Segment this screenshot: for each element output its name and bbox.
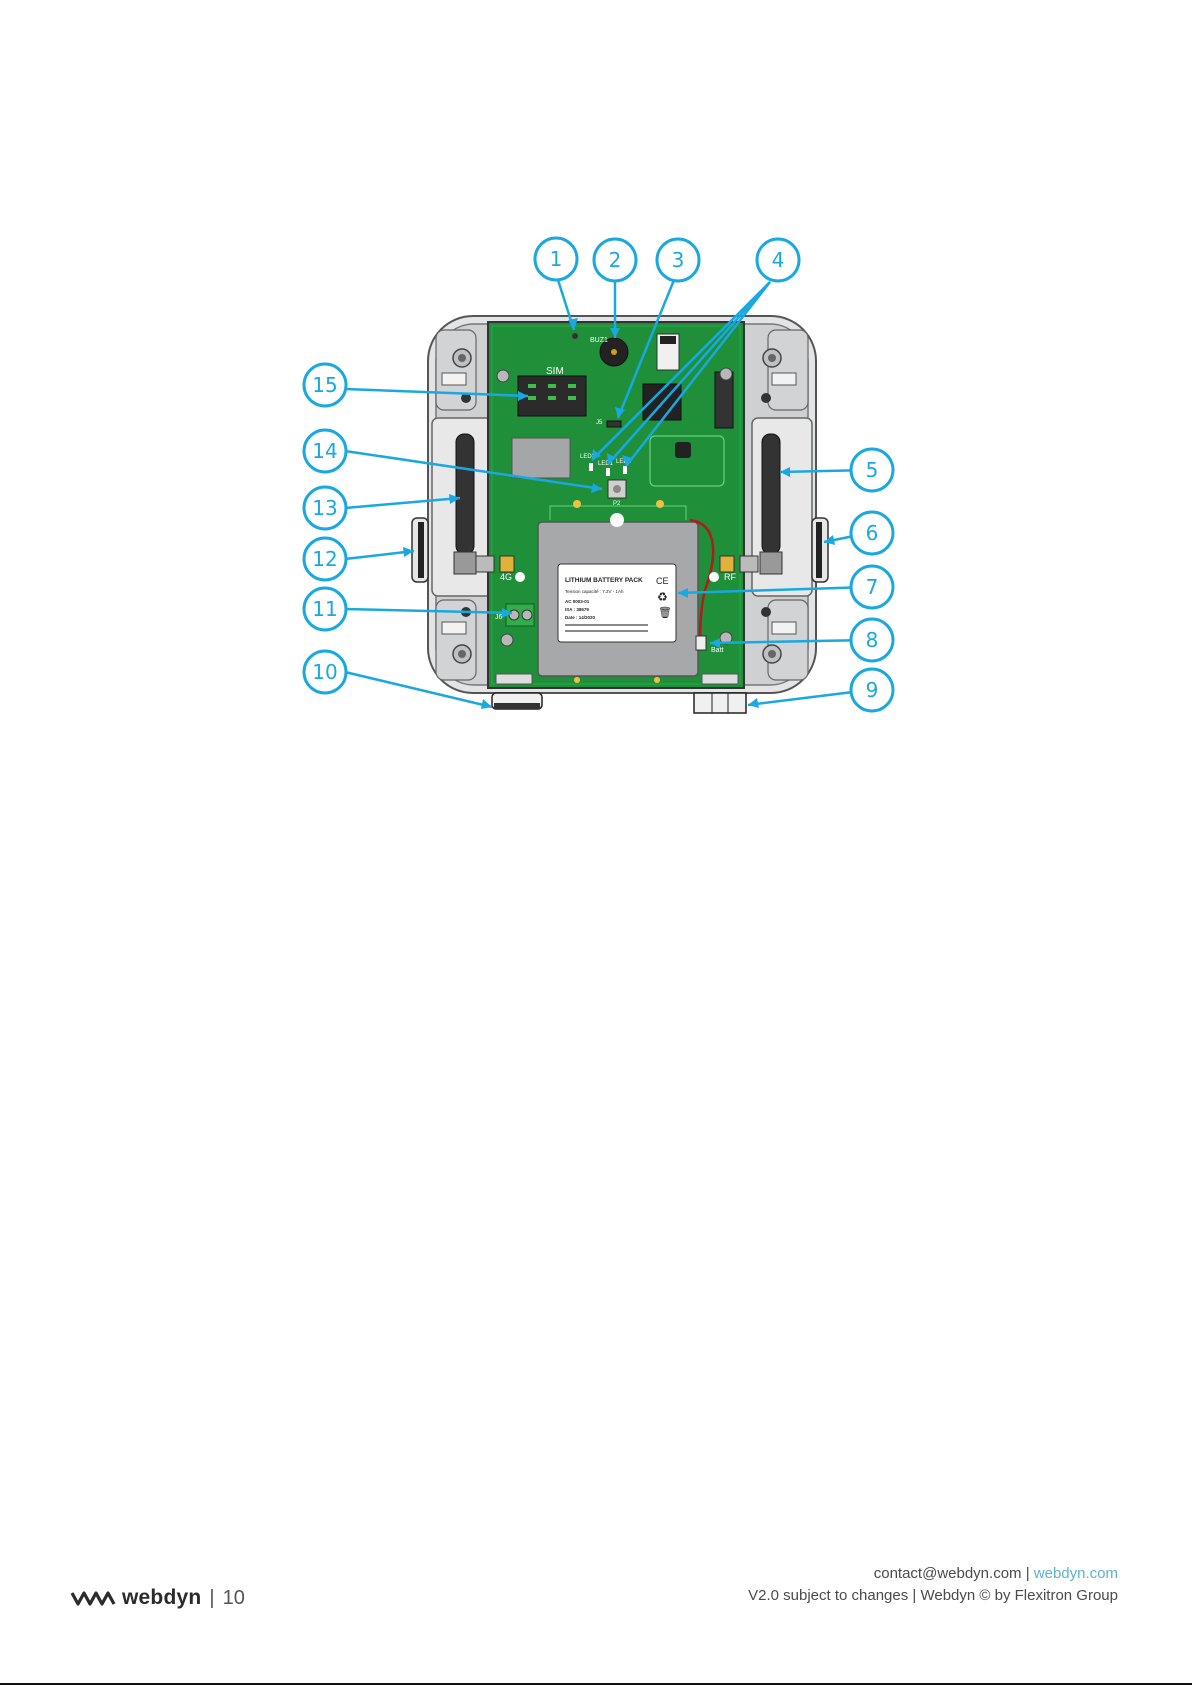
batt-connector (696, 636, 706, 650)
svg-text:J5: J5 (596, 420, 603, 426)
svg-text:Batt: Batt (711, 647, 724, 654)
callout-15: 15 (312, 373, 337, 397)
callout-12: 12 (312, 547, 337, 571)
bottom-connector-right (694, 693, 746, 713)
battery-pack: LITHIUM BATTERY PACK Tension capacité : … (538, 500, 698, 676)
brand-name: webdyn (122, 1586, 201, 1610)
callout-3: 3 (672, 248, 685, 272)
website-link[interactable]: webdyn.com (1034, 1565, 1118, 1582)
header-connector (715, 372, 733, 428)
svg-text:RF: RF (724, 572, 736, 582)
footer-logo: webdyn | 10 (70, 1586, 245, 1610)
svg-text:BUZ1: BUZ1 (590, 337, 608, 344)
svg-text:CE: CE (656, 576, 669, 586)
bin-icon: 🗑 (658, 606, 672, 619)
callout-10: 10 (312, 660, 337, 684)
svg-text:4G: 4G (500, 572, 512, 582)
svg-text:AC 0003-01: AC 0003-01 (565, 599, 590, 604)
status-marker (572, 333, 578, 339)
svg-text:Date : 14/2020: Date : 14/2020 (565, 615, 596, 620)
device-diagram: BUZ1 SIM J5 LED3 LED1 LED2 P2 (0, 0, 1192, 760)
page-number: 10 (223, 1587, 245, 1610)
contact-email[interactable]: contact@webdyn.com (874, 1565, 1022, 1582)
callout-11: 11 (312, 597, 337, 621)
callout-2: 2 (609, 248, 622, 272)
svg-text:Tension capacité : 7.2V - 1Ah: Tension capacité : 7.2V - 1Ah (565, 589, 624, 594)
micro-usb (607, 421, 621, 427)
recycle-icon: ♻ (657, 590, 668, 604)
callout-4: 4 (772, 248, 785, 272)
footer-separator: | (209, 1587, 214, 1610)
callout-7: 7 (866, 575, 879, 599)
callout-1: 1 (550, 247, 563, 271)
svg-text:J6: J6 (495, 614, 503, 621)
svg-text:ISA : 38679: ISA : 38679 (565, 607, 589, 612)
footer-contact: contact@webdyn.com | webdyn.com V2.0 sub… (748, 1563, 1118, 1607)
callout-8: 8 (866, 628, 879, 652)
callout-6: 6 (866, 521, 879, 545)
svg-text:LITHIUM BATTERY PACK: LITHIUM BATTERY PACK (565, 577, 643, 584)
callout-14: 14 (312, 439, 337, 463)
svg-text:SIM: SIM (546, 366, 564, 377)
modem-module (512, 438, 570, 478)
callout-9: 9 (866, 678, 879, 702)
version-line: V2.0 subject to changes | Webdyn © by Fl… (748, 1585, 1118, 1607)
webdyn-wave-icon (70, 1588, 118, 1608)
contact-separator: | (1026, 1565, 1030, 1582)
callout-5: 5 (866, 458, 879, 482)
callout-13: 13 (312, 496, 337, 520)
